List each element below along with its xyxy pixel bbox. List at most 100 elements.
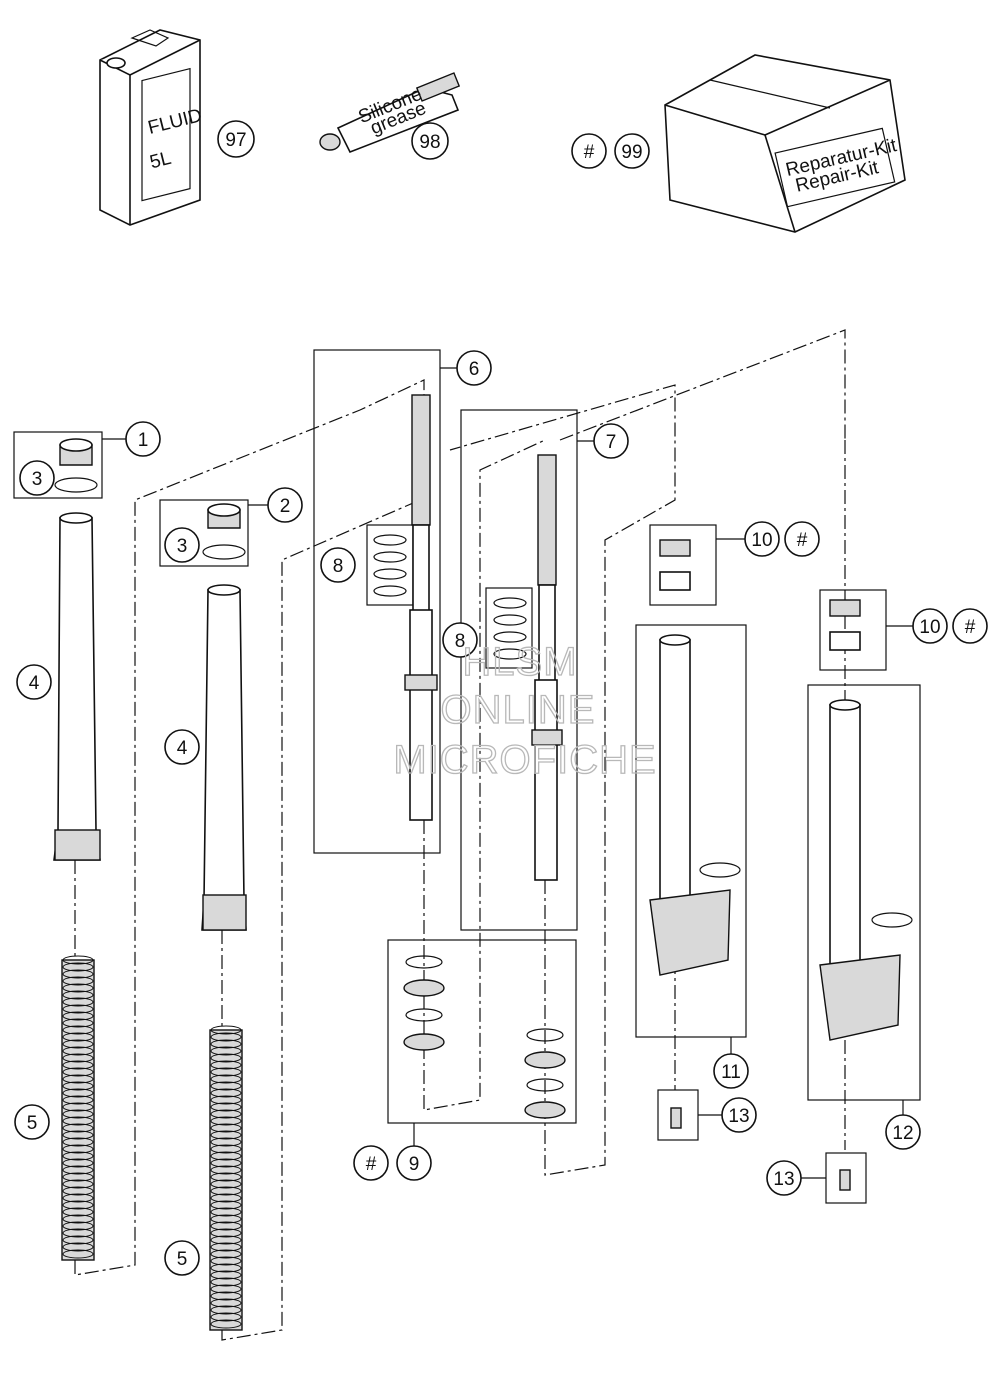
- spring-coil: [62, 1249, 94, 1259]
- spring-coil: [210, 1151, 242, 1161]
- callout-8b: 8: [455, 631, 466, 652]
- spring-coil: [210, 1207, 242, 1217]
- spring-coil: [210, 1158, 242, 1168]
- spring-coil: [62, 1102, 94, 1112]
- callout-3b: 3: [177, 536, 188, 557]
- spring-coil: [62, 1053, 94, 1063]
- callout-4a: 4: [29, 673, 40, 694]
- spring-coil: [62, 1158, 94, 1168]
- spring-coil: [62, 1235, 94, 1245]
- spring-coil: [210, 1228, 242, 1238]
- spring-coil: [210, 1270, 242, 1280]
- spring-coil: [210, 1277, 242, 1287]
- spring-coil: [62, 983, 94, 993]
- spring-coil: [62, 1067, 94, 1077]
- spring-coil: [62, 962, 94, 972]
- callout-97-circle: [217, 120, 255, 158]
- spring-coil: [210, 1193, 242, 1203]
- fluid-can-volume: 5L: [148, 148, 174, 173]
- spring-coil: [210, 1025, 242, 1035]
- spring-coil: [62, 1151, 94, 1161]
- spring-coil: [62, 1060, 94, 1070]
- spring-coil: [62, 997, 94, 1007]
- spring-coil: [210, 1263, 242, 1273]
- callout-10a-hash: #: [797, 530, 808, 551]
- spring-coil: [62, 1200, 94, 1210]
- spring-coil: [210, 1312, 242, 1322]
- callout-13a: 13: [728, 1106, 749, 1127]
- callout-99-hash: #: [584, 142, 595, 163]
- spring-coil: [62, 1123, 94, 1133]
- watermark-line-1: HLSM: [462, 640, 577, 684]
- spring-coil: [62, 1046, 94, 1056]
- spring-coil: [62, 1221, 94, 1231]
- callout-99-circle: [614, 133, 650, 169]
- callout-4b-circle: [164, 729, 200, 765]
- callout-2: 2: [280, 496, 291, 517]
- spring-coil: [62, 1025, 94, 1035]
- spring-coil: [210, 1235, 242, 1245]
- spring-coil: [210, 1319, 242, 1329]
- callout-12: 12: [892, 1123, 913, 1144]
- outer-tubes: [53, 512, 247, 931]
- spring-coil: [210, 1256, 242, 1266]
- spring-coil: [210, 1102, 242, 1112]
- spring-coil: [62, 1137, 94, 1147]
- spring-coil: [62, 1095, 94, 1105]
- callout-3a-circle: [19, 460, 55, 496]
- spring-coil: [210, 1032, 242, 1042]
- spring-coil: [210, 1221, 242, 1231]
- callout-8a: 8: [333, 556, 344, 577]
- spring-coil: [62, 1207, 94, 1217]
- watermark-line-3: MICROFICHE: [393, 738, 656, 782]
- spring-coil: [62, 1144, 94, 1154]
- spring-coil: [210, 1165, 242, 1175]
- callout-4a-circle: [16, 664, 52, 700]
- spring-coil: [210, 1088, 242, 1098]
- spring-coil: [62, 1179, 94, 1189]
- callout-10b-hash: #: [965, 617, 976, 638]
- callout-97: 97: [225, 130, 246, 151]
- spring-coil: [210, 1039, 242, 1049]
- spring-coil: [62, 1004, 94, 1014]
- spring-coil: [210, 1053, 242, 1063]
- callout-7: 7: [606, 432, 617, 453]
- spring-coil: [62, 976, 94, 986]
- callout-5b: 5: [177, 1249, 188, 1270]
- callout-10b: 10: [919, 617, 940, 638]
- spring-coil: [210, 1130, 242, 1140]
- callout-5a: 5: [27, 1113, 38, 1134]
- spring-coil: [210, 1242, 242, 1252]
- lower-legs: [649, 539, 913, 1191]
- spring-coil: [62, 1172, 94, 1182]
- spring-coil: [62, 1018, 94, 1028]
- spring-coil: [62, 1130, 94, 1140]
- spring-coil: [210, 1095, 242, 1105]
- spring-coil: [62, 1214, 94, 1224]
- spring-coil: [210, 1214, 242, 1224]
- callout-98: 98: [419, 132, 440, 153]
- spring-coil: [210, 1179, 242, 1189]
- spring-coil: [62, 1039, 94, 1049]
- callout-5a-circle: [14, 1104, 50, 1140]
- callout-1: 1: [138, 430, 149, 451]
- spring-coil: [62, 955, 94, 965]
- callout-8b-circle: [442, 622, 478, 658]
- spring-coil: [210, 1116, 242, 1126]
- spring-coil: [210, 1081, 242, 1091]
- spring-coil: [62, 1242, 94, 1252]
- damper-cartridges: [373, 394, 563, 881]
- spring-coil: [210, 1249, 242, 1259]
- spring-coil: [62, 1074, 94, 1084]
- watermark-line-2: ONLINE: [441, 688, 596, 732]
- callout-3a: 3: [32, 469, 43, 490]
- callout-99-hash-circle: [571, 133, 607, 169]
- spring-coil: [62, 1228, 94, 1238]
- callout-9: 9: [409, 1154, 420, 1175]
- spring-coil: [62, 1193, 94, 1203]
- callout-9-hash: #: [366, 1154, 377, 1175]
- callout-6: 6: [469, 359, 480, 380]
- spring-coil: [210, 1046, 242, 1056]
- callout-10a: 10: [751, 530, 772, 551]
